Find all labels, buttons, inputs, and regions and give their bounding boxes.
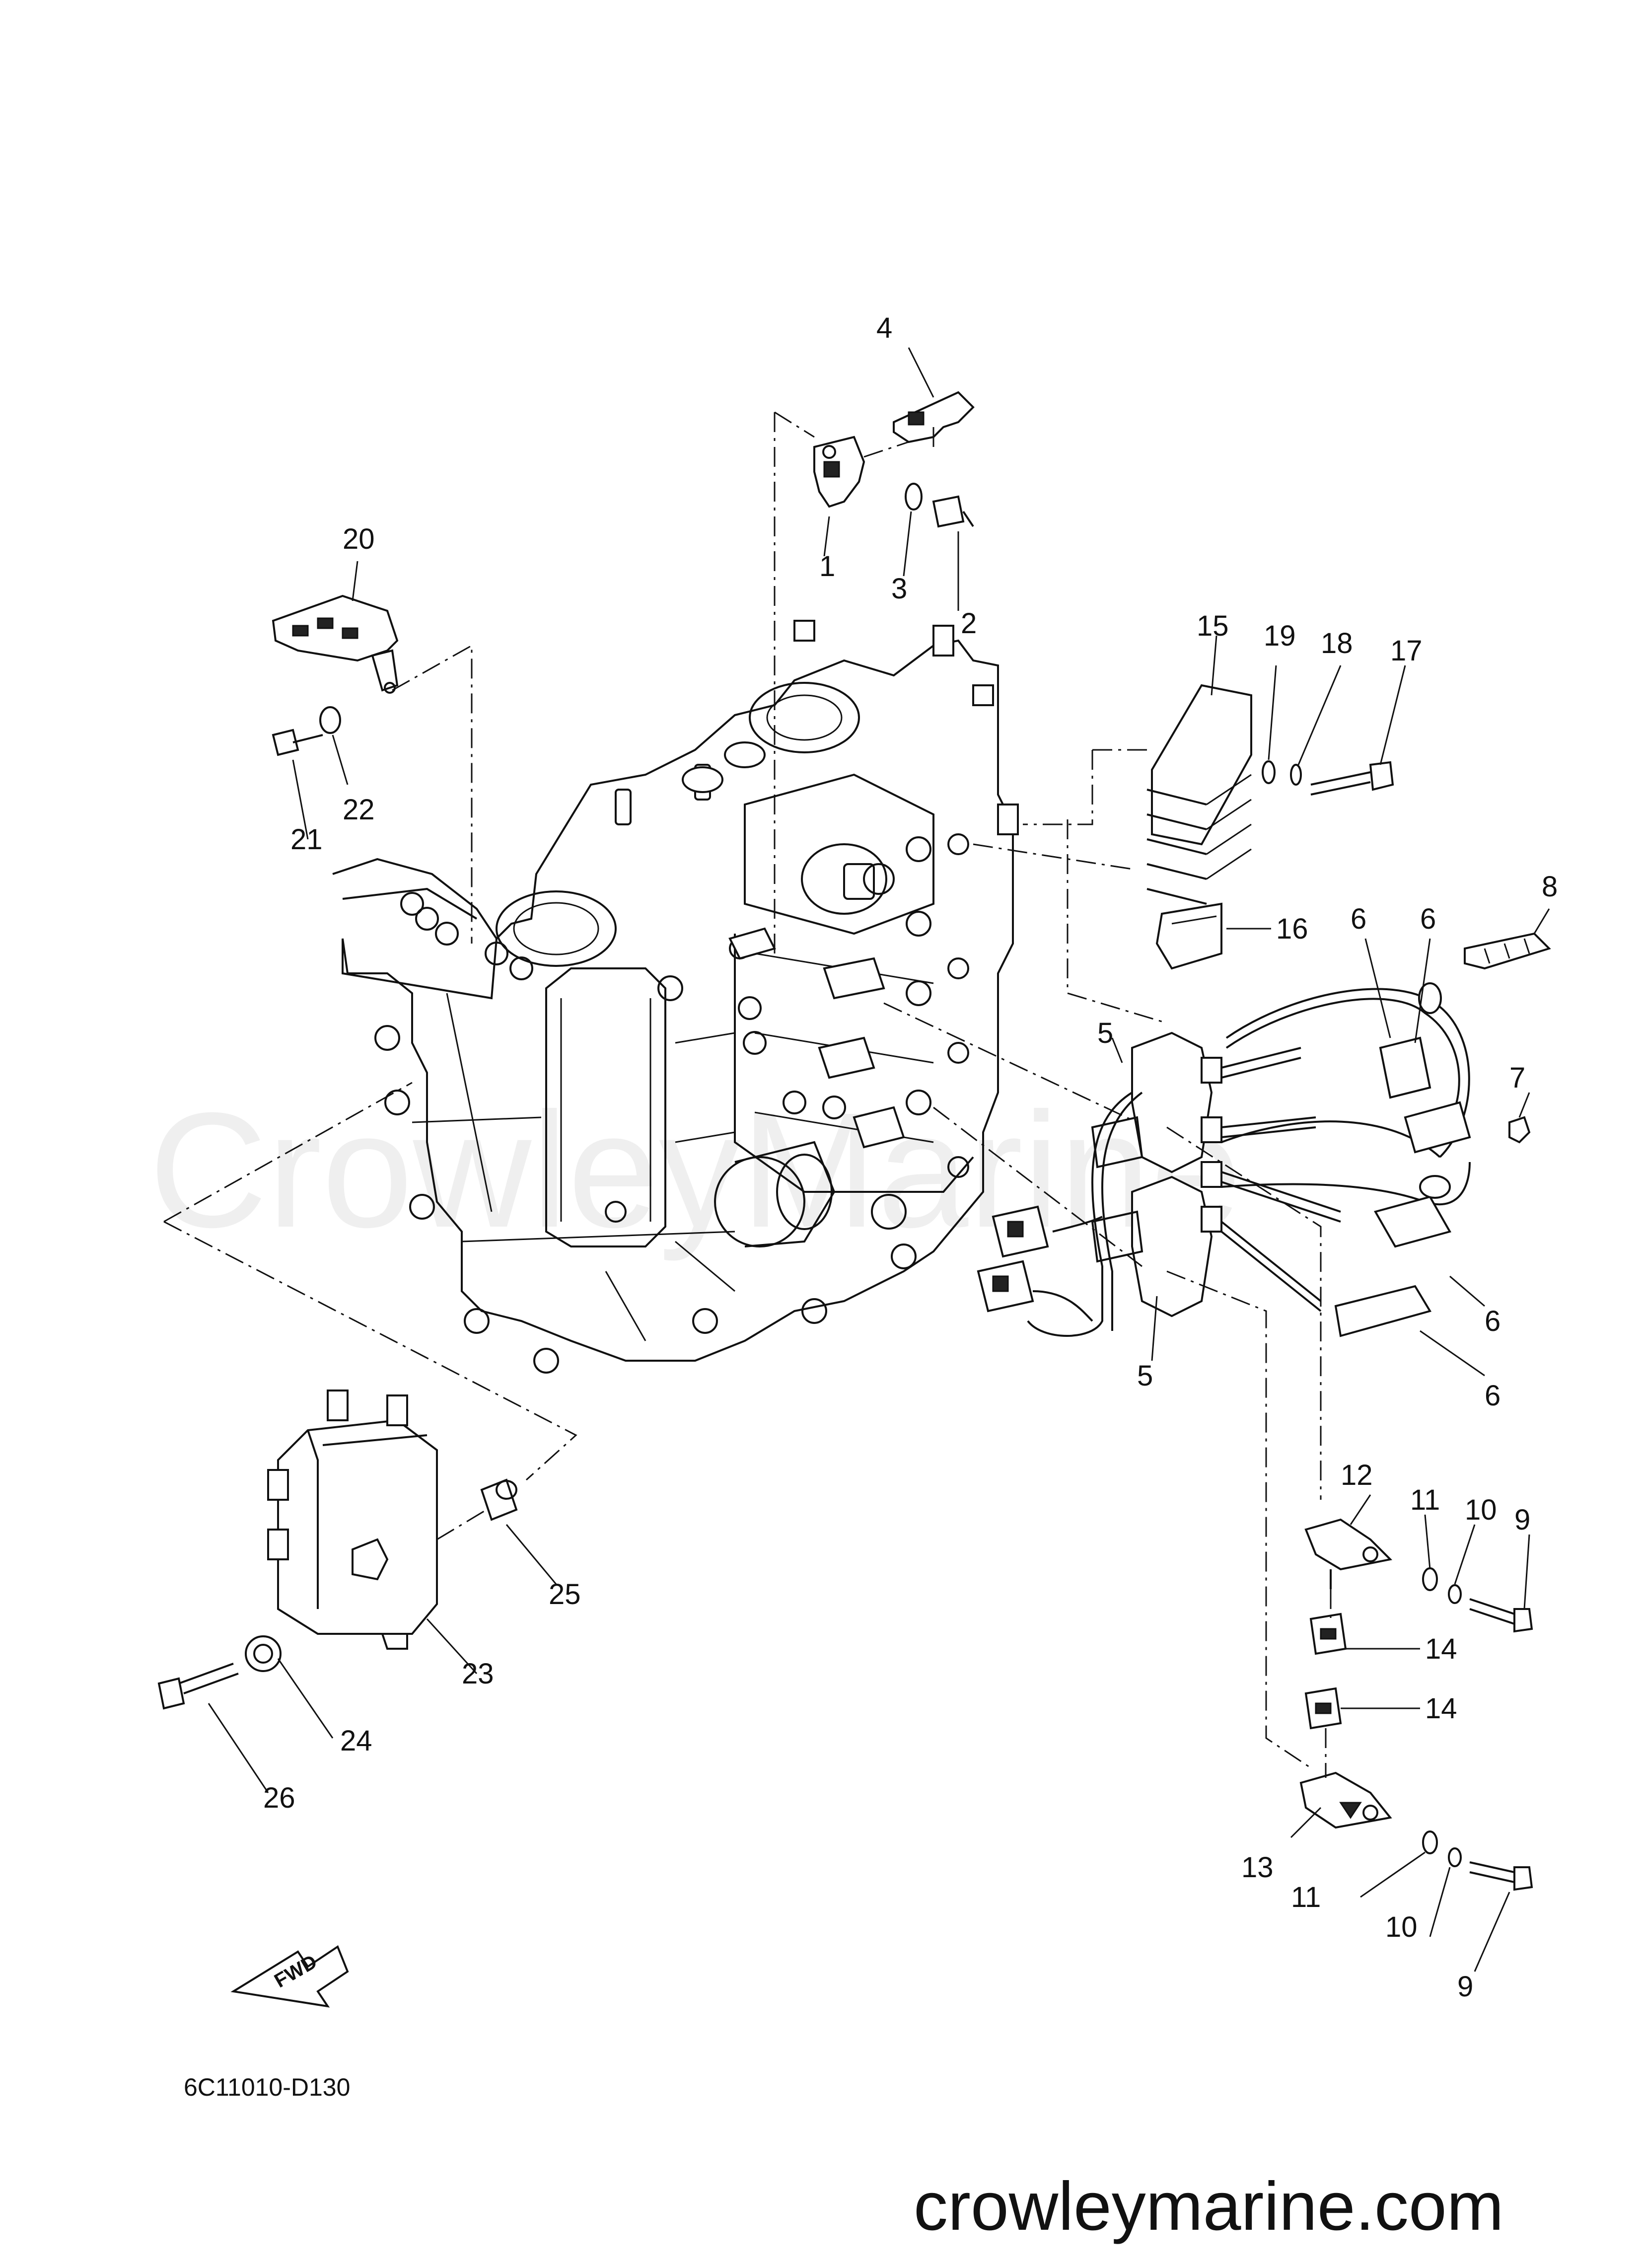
part-bolt-2 <box>932 495 974 528</box>
callout-c25: 25 <box>549 1578 581 1610</box>
callout-c7: 7 <box>1509 1062 1525 1094</box>
part-washer-18 <box>1290 764 1302 786</box>
block-fittings <box>728 927 905 1149</box>
callout-c3: 3 <box>891 573 907 605</box>
ht-leads <box>1221 982 1471 1337</box>
part-washer-10b <box>1448 1847 1462 1867</box>
watermark: CrowleyMarine <box>149 1078 1242 1262</box>
part-holder-8 <box>1464 932 1551 970</box>
callout-c14a: 14 <box>1425 1633 1457 1665</box>
part-washer-10a <box>1448 1584 1462 1604</box>
callout-c6d: 6 <box>1485 1380 1500 1412</box>
callout-c22: 22 <box>343 794 375 826</box>
oil-filter <box>714 1141 836 1247</box>
callout-c19: 19 <box>1264 620 1296 652</box>
part-washer-19 <box>1262 760 1276 784</box>
ignition-coil-upper <box>1091 1031 1222 1188</box>
callout-c9b: 9 <box>1457 1971 1473 2003</box>
callout-c13: 13 <box>1241 1851 1274 1884</box>
callout-c10b: 10 <box>1385 1911 1418 1943</box>
part-bolt-26 <box>157 1663 239 1710</box>
callout-c6a: 6 <box>1351 903 1366 935</box>
callout-c16: 16 <box>1276 913 1308 945</box>
callout-c6b: 6 <box>1420 903 1436 935</box>
part-rectifier-15 <box>1146 684 1252 905</box>
callout-c4: 4 <box>876 312 892 344</box>
fwd-arrow-icon: FWD <box>230 1945 349 2008</box>
callout-c5b: 5 <box>1137 1360 1153 1392</box>
part-ecm-23 <box>267 1390 438 1650</box>
top-studs <box>615 620 1019 835</box>
part-bracket-12 <box>1304 1518 1393 1589</box>
callout-c10a: 10 <box>1465 1494 1497 1526</box>
callout-c20: 20 <box>343 523 375 555</box>
part-washer-3 <box>905 483 923 511</box>
part-bracket-13 <box>1299 1771 1392 1829</box>
part-grommet-25 <box>480 1478 518 1521</box>
part-washer-22 <box>319 706 341 734</box>
part-sensor-cover <box>893 391 975 447</box>
engine-block <box>332 620 1019 1374</box>
coil-harness <box>977 1092 1143 1337</box>
site-footer: crowleymarine.com <box>914 2168 1504 2245</box>
callout-c26: 26 <box>263 1782 295 1814</box>
callout-c17: 17 <box>1390 635 1423 667</box>
spark-plugs <box>1220 1047 1341 1312</box>
callout-c9a: 9 <box>1514 1504 1530 1536</box>
part-cover-16 <box>1155 902 1222 970</box>
callout-c21: 21 <box>290 823 323 856</box>
callout-c2: 2 <box>961 607 977 640</box>
callout-c14b: 14 <box>1425 1692 1457 1725</box>
callout-c15: 15 <box>1197 610 1229 642</box>
part-clip-7 <box>1508 1116 1531 1144</box>
part-bracket-20 <box>272 594 399 694</box>
callout-c23: 23 <box>462 1658 494 1690</box>
part-bolt-17 <box>1310 761 1394 796</box>
callout-c12: 12 <box>1341 1459 1373 1491</box>
part-grommet-24 <box>245 1635 282 1672</box>
part-bolt-9b <box>1469 1861 1533 1891</box>
drawing-code: 6C11010-D130 <box>184 2073 350 2101</box>
part-sensor <box>813 436 865 508</box>
part-clamp-14b <box>1304 1687 1342 1730</box>
part-washer-11a <box>1422 1567 1438 1591</box>
part-clamp-14a <box>1309 1612 1347 1655</box>
part-bolt-9a <box>1469 1598 1533 1633</box>
callout-c1: 1 <box>819 550 835 583</box>
callout-c8: 8 <box>1542 871 1558 903</box>
callout-c11b: 11 <box>1291 1881 1321 1913</box>
callout-c6c: 6 <box>1485 1305 1500 1337</box>
callout-c24: 24 <box>340 1725 372 1757</box>
part-bolt-21 <box>272 729 323 756</box>
block-bosses <box>374 833 969 1374</box>
callout-c5a: 5 <box>1097 1017 1113 1049</box>
callout-c18: 18 <box>1321 627 1353 659</box>
part-washer-11b <box>1422 1830 1438 1854</box>
callout-c11a: 11 <box>1410 1484 1440 1516</box>
